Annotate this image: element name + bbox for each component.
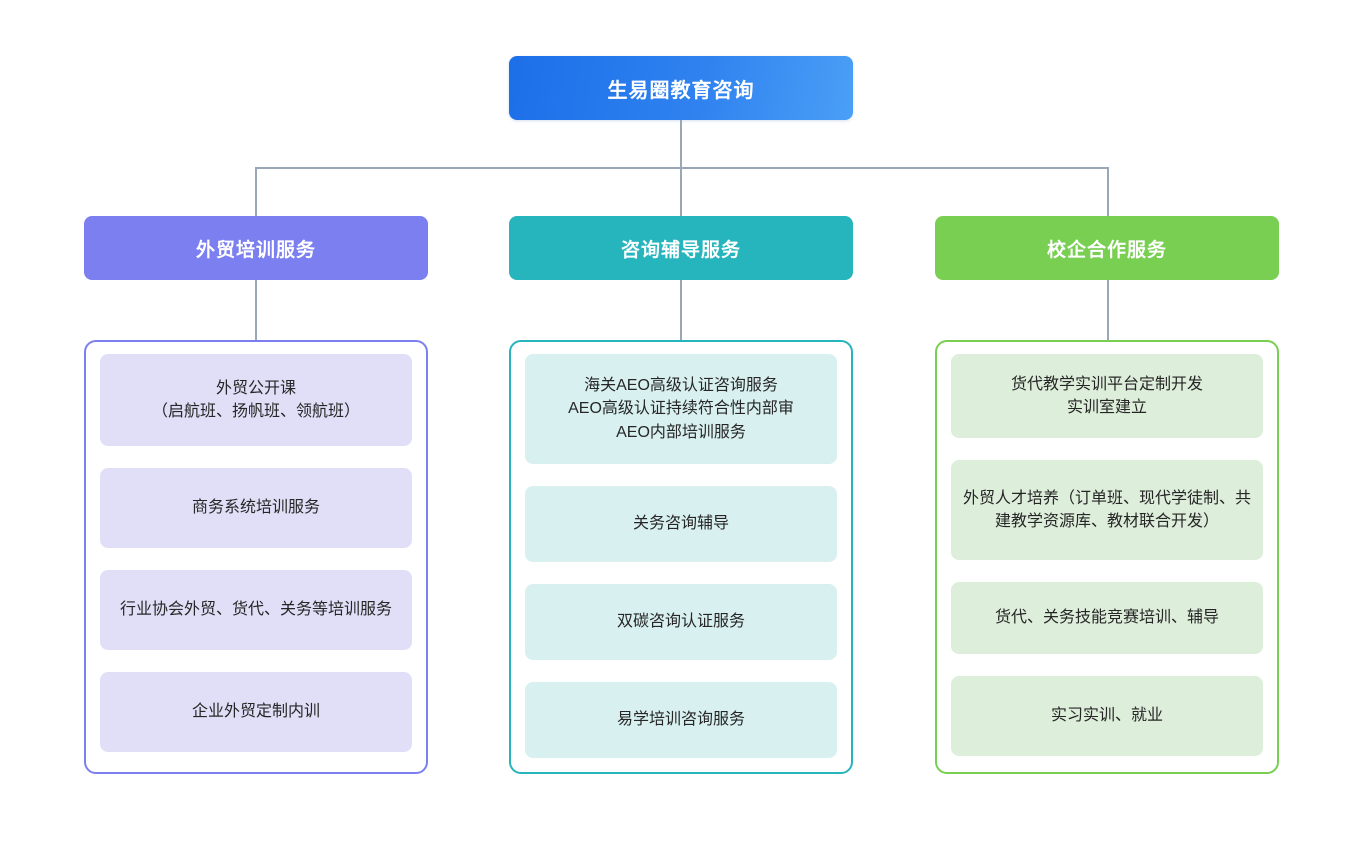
branch-header-3[interactable]: 校企合作服务	[935, 216, 1279, 280]
branch-header-1[interactable]: 外贸培训服务	[84, 216, 428, 280]
branch-column-3: 校企合作服务 货代教学实训平台定制开发 实训室建立 外贸人才培养（订单班、现代学…	[935, 216, 1279, 774]
branch-title-3: 校企合作服务	[1046, 239, 1167, 261]
branch-panel-2: 海关AEO高级认证咨询服务 AEO高级认证持续符合性内部审 AEO内部培训服务 …	[509, 340, 853, 774]
list-item[interactable]: 外贸人才培养（订单班、现代学徒制、共建教学资源库、教材联合开发）	[951, 460, 1263, 560]
list-item[interactable]: 双碳咨询认证服务	[525, 584, 837, 660]
list-item[interactable]: 货代教学实训平台定制开发 实训室建立	[951, 354, 1263, 438]
list-item[interactable]: 外贸公开课 （启航班、扬帆班、领航班）	[100, 354, 412, 446]
branch-title-1: 外贸培训服务	[195, 239, 316, 261]
list-item[interactable]: 货代、关务技能竞赛培训、辅导	[951, 582, 1263, 654]
branch-column-1: 外贸培训服务 外贸公开课 （启航班、扬帆班、领航班） 商务系统培训服务 行业协会…	[84, 216, 428, 774]
connector-panel-3-down	[1107, 280, 1109, 340]
branch-column-2: 咨询辅导服务 海关AEO高级认证咨询服务 AEO高级认证持续符合性内部审 AEO…	[509, 216, 853, 774]
branch-title-2: 咨询辅导服务	[620, 239, 741, 261]
branch-panel-1: 外贸公开课 （启航班、扬帆班、领航班） 商务系统培训服务 行业协会外贸、货代、关…	[84, 340, 428, 774]
root-node-title: 生易圈教育咨询	[607, 79, 755, 102]
list-item[interactable]: 行业协会外贸、货代、关务等培训服务	[100, 570, 412, 650]
branch-panel-3: 货代教学实训平台定制开发 实训室建立 外贸人才培养（订单班、现代学徒制、共建教学…	[935, 340, 1279, 774]
list-item[interactable]: 易学培训咨询服务	[525, 682, 837, 758]
connector-panel-2-down	[680, 280, 682, 340]
list-item[interactable]: 商务系统培训服务	[100, 468, 412, 548]
list-item[interactable]: 海关AEO高级认证咨询服务 AEO高级认证持续符合性内部审 AEO内部培训服务	[525, 354, 837, 464]
list-item[interactable]: 企业外贸定制内训	[100, 672, 412, 752]
connector-root-down	[680, 120, 682, 168]
connector-horizontal-bus	[256, 167, 1108, 169]
connector-panel-1-down	[255, 280, 257, 340]
connector-branch-1-down	[255, 167, 257, 216]
list-item[interactable]: 实习实训、就业	[951, 676, 1263, 756]
list-item[interactable]: 关务咨询辅导	[525, 486, 837, 562]
branch-header-2[interactable]: 咨询辅导服务	[509, 216, 853, 280]
connector-branch-2-down	[680, 167, 682, 216]
root-node[interactable]: 生易圈教育咨询	[509, 56, 853, 120]
connector-branch-3-down	[1107, 167, 1109, 216]
